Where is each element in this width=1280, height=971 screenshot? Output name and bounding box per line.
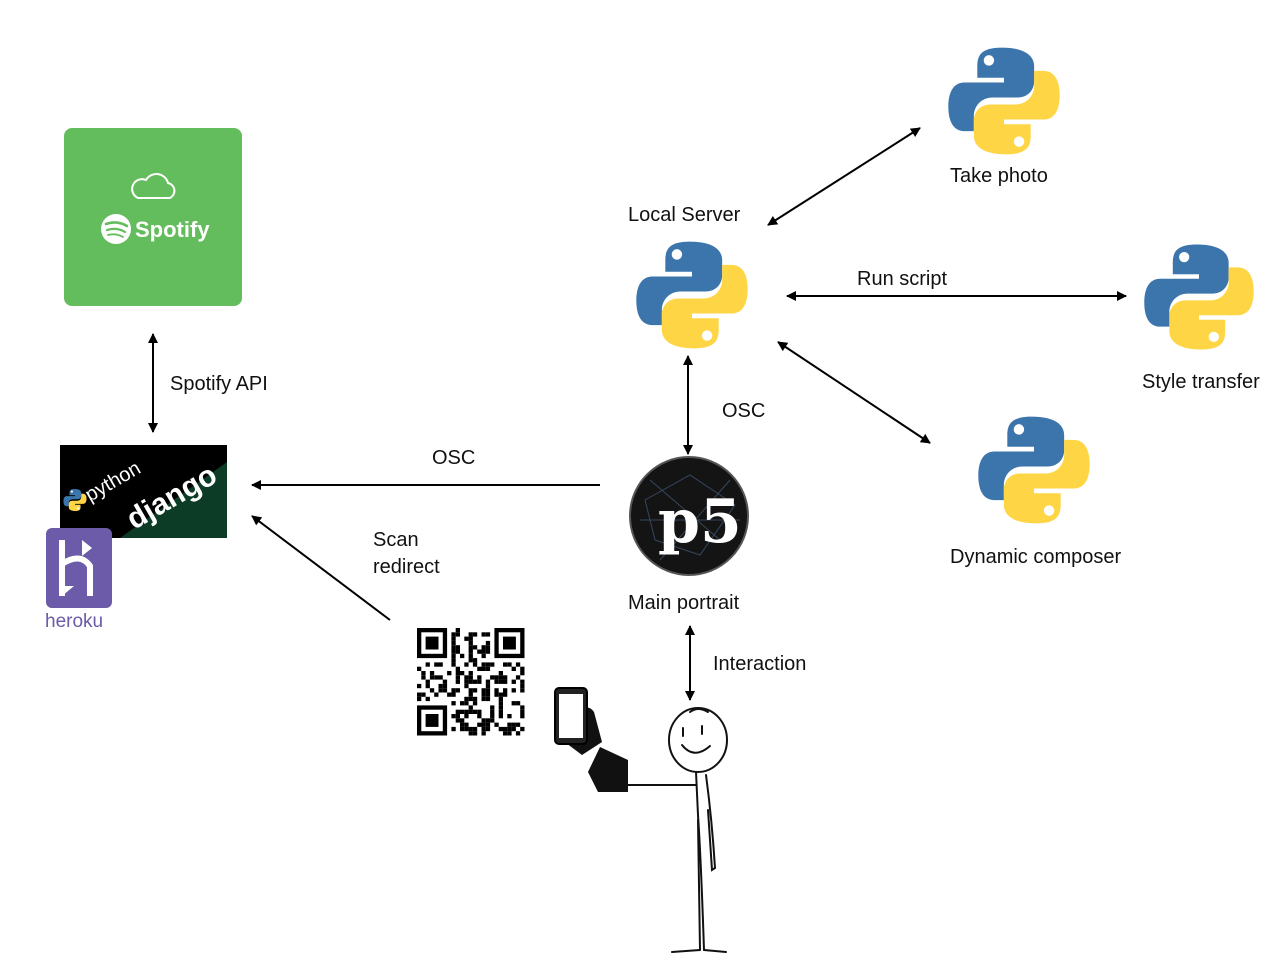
- style-transfer-label: Style transfer: [1142, 371, 1260, 393]
- cloud-icon: [131, 173, 176, 199]
- heroku-icon: heroku: [45, 528, 112, 632]
- take-photo-label: Take photo: [950, 165, 1048, 187]
- scan-label: Scan: [373, 529, 419, 551]
- p5-glyph: p5: [658, 487, 742, 557]
- local-server-label: Local Server: [628, 204, 741, 226]
- phone-icon: [554, 687, 628, 792]
- main-portrait-label: Main portrait: [628, 592, 740, 614]
- osc-vertical-label: OSC: [722, 400, 765, 422]
- stick-figure-icon: [627, 707, 728, 953]
- python-icon: [636, 241, 748, 349]
- osc-left-label: OSC: [432, 447, 475, 469]
- server-dynamic-composer-arrow: [777, 341, 931, 444]
- server-take-photo-arrow: [767, 127, 921, 226]
- heroku-wordmark: heroku: [45, 611, 103, 632]
- python-icon: [1144, 244, 1254, 350]
- django-icon: python django: [60, 445, 227, 538]
- spotify-api-label: Spotify API: [170, 373, 268, 395]
- interaction-label: Interaction: [713, 653, 806, 675]
- qr-code-icon: [417, 628, 525, 736]
- scan-redirect-arrow: [251, 515, 391, 621]
- run-script-label: Run script: [857, 268, 947, 290]
- dynamic-composer-label: Dynamic composer: [950, 546, 1122, 568]
- redirect-label: redirect: [373, 556, 440, 578]
- python-icon: [978, 416, 1090, 524]
- spotify-wordmark: Spotify: [135, 217, 210, 242]
- processing-p5-icon: p5: [629, 456, 749, 576]
- spotify-box: Spotify: [64, 128, 242, 306]
- spotify-icon: [101, 214, 131, 244]
- python-icon: [948, 47, 1060, 155]
